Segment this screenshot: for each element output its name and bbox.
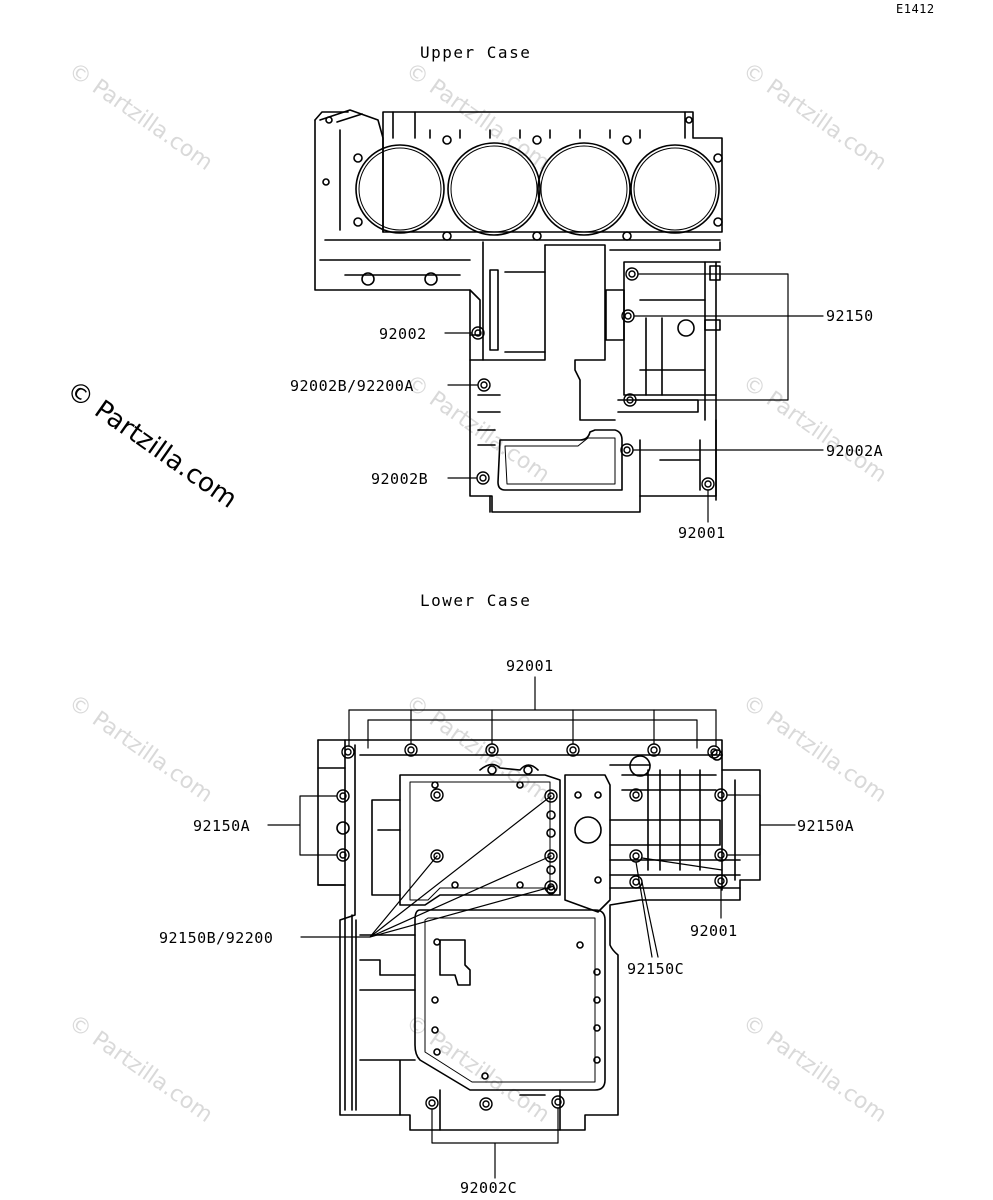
upper-case-drawing xyxy=(314,109,824,523)
part-label-92002a: 92002A xyxy=(826,442,884,460)
lower-case-title: Lower Case xyxy=(420,591,532,610)
part-label-92002: 92002 xyxy=(379,325,427,343)
lower-leaders xyxy=(267,676,796,1179)
part-label-92001-right: 92001 xyxy=(690,922,738,940)
part-label-92150: 92150 xyxy=(826,307,874,325)
part-label-92150a-left: 92150A xyxy=(193,817,251,835)
part-label-92002c: 92002C xyxy=(460,1179,518,1197)
upper-case-bolts xyxy=(471,267,715,491)
part-label-92001-top: 92001 xyxy=(506,657,554,675)
diagram-code: E1412 xyxy=(896,2,935,16)
part-label-92150c: 92150C xyxy=(627,960,685,978)
part-label-92001: 92001 xyxy=(678,524,726,542)
upper-case-title: Upper Case xyxy=(420,43,532,62)
lower-case-bolts xyxy=(336,743,728,1111)
part-label-92150a-right: 92150A xyxy=(797,817,855,835)
part-label-92002b-92200a: 92002B/92200A xyxy=(290,377,414,395)
lower-case-drawing xyxy=(267,676,796,1179)
part-label-92150b-92200: 92150B/92200 xyxy=(159,929,274,947)
upper-leaders xyxy=(444,273,824,523)
part-label-92002b: 92002B xyxy=(371,470,429,488)
